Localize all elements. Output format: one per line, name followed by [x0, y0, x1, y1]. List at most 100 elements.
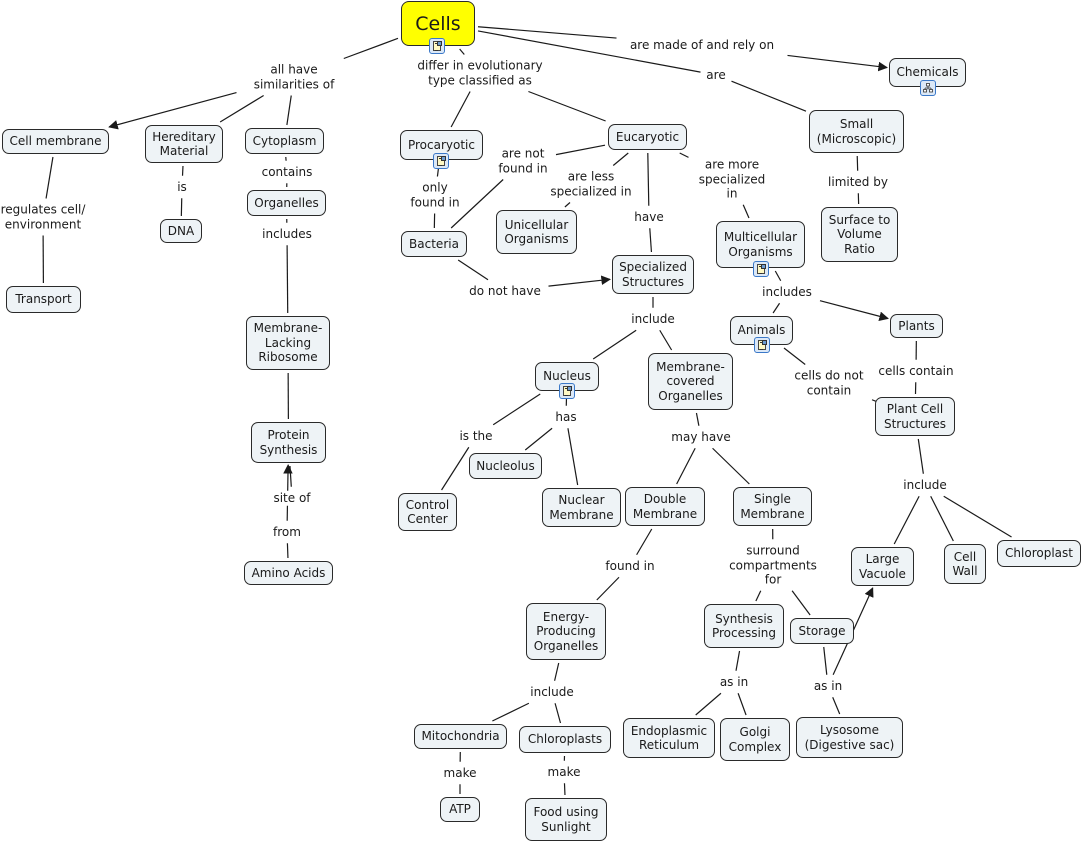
linking-phrase-found-in[interactable]: found in — [603, 558, 657, 574]
concept-node-procaryotic[interactable]: Procaryotic — [400, 130, 483, 160]
linking-phrase-make-1[interactable]: make — [441, 765, 479, 781]
concept-node-single[interactable]: Single Membrane — [733, 487, 812, 526]
linking-phrase-include-ep[interactable]: include — [528, 684, 576, 700]
linking-phrase-only[interactable]: only found in — [408, 180, 462, 210]
concept-node-double[interactable]: Double Membrane — [625, 487, 705, 526]
document-image-icon[interactable] — [753, 261, 769, 277]
connector-lp-differ-to-eucaryotic — [528, 90, 606, 122]
linking-phrase-less[interactable]: are less specialized in — [548, 169, 634, 199]
connector-membrane-covered-to-lp-may-have — [695, 412, 700, 426]
connector-lp-include-ss-to-nucleus — [592, 329, 637, 360]
concept-node-er[interactable]: Endoplasmic Reticulum — [623, 718, 715, 758]
linking-phrase-not-found[interactable]: are not found in — [496, 146, 550, 176]
concept-node-hereditary[interactable]: Hereditary Material — [145, 125, 223, 163]
linking-phrase-contains[interactable]: contains — [259, 164, 315, 180]
linking-phrase-make-2[interactable]: make — [545, 764, 583, 780]
linking-phrase-include-ss[interactable]: include — [629, 311, 677, 327]
connector-lp-are-to-small — [731, 80, 807, 112]
concept-node-control[interactable]: Control Center — [398, 493, 457, 531]
connector-eucaryotic-to-lp-have — [647, 152, 650, 206]
connector-eucaryotic-to-lp-more — [679, 152, 689, 158]
concept-node-synthesis[interactable]: Synthesis Processing — [704, 604, 784, 648]
connector-eucaryotic-to-lp-less — [612, 152, 629, 166]
linking-phrase-as-in-2[interactable]: as in — [811, 678, 845, 694]
connector-lp-as-in-1-to-golgi — [737, 693, 747, 716]
concept-node-chloroplast[interactable]: Chloroplast — [997, 540, 1081, 567]
connector-lp-not-found-to-eucaryotic — [555, 144, 606, 156]
concept-node-cytoplasm[interactable]: Cytoplasm — [245, 128, 324, 154]
document-image-icon[interactable] — [754, 337, 770, 353]
concept-node-large-vacuole[interactable]: Large Vacuole — [851, 547, 914, 586]
linking-phrase-made[interactable]: are made of and rely on — [627, 37, 777, 53]
concept-map-icon[interactable] — [920, 80, 936, 96]
concept-node-dna[interactable]: DNA — [160, 219, 202, 243]
concept-node-amino[interactable]: Amino Acids — [244, 561, 333, 585]
concept-node-plant-cell[interactable]: Plant Cell Structures — [875, 397, 955, 436]
connector-cells-to-lp-differ — [459, 48, 465, 55]
image-glyph — [761, 264, 766, 269]
linking-phrase-cells-not[interactable]: cells do not contain — [792, 368, 866, 398]
connector-lp-has-to-nuclear-membrane — [567, 428, 579, 486]
linking-phrase-limited[interactable]: limited by — [826, 174, 890, 190]
connector-lp-include-ep-to-mitochondria — [492, 702, 530, 722]
linking-phrase-are[interactable]: are — [704, 67, 728, 83]
concept-node-specialized[interactable]: Specialized Structures — [612, 255, 694, 294]
linking-phrase-differ[interactable]: differ in evolutionary type classified a… — [415, 58, 545, 88]
linking-phrase-regulates[interactable]: regulates cell/ environment — [0, 202, 88, 232]
concept-node-energy[interactable]: Energy- Producing Organelles — [526, 603, 606, 660]
linking-phrase-as-in-1[interactable]: as in — [717, 674, 751, 690]
concept-node-plants[interactable]: Plants — [890, 314, 943, 338]
linking-phrase-site[interactable]: site of — [271, 490, 313, 506]
linking-phrase-surround[interactable]: surround compartments for — [727, 543, 819, 587]
connector-lp-is-the-to-control — [441, 446, 470, 491]
linking-phrase-include-pc[interactable]: include — [901, 477, 949, 493]
concept-node-organelles[interactable]: Organelles — [247, 190, 326, 216]
concept-node-small[interactable]: Small (Microscopic) — [809, 110, 904, 153]
linking-phrase-have[interactable]: have — [632, 209, 666, 225]
concept-node-golgi[interactable]: Golgi Complex — [720, 718, 790, 761]
concept-node-lysosome[interactable]: Lysosome (Digestive sac) — [796, 717, 903, 758]
image-glyph — [437, 41, 442, 46]
connector-energy-to-lp-include-ep — [554, 662, 560, 681]
linking-phrase-more[interactable]: are more specialized in — [696, 157, 768, 201]
concept-node-cell-membrane[interactable]: Cell membrane — [2, 129, 109, 154]
linking-phrase-do-not-have[interactable]: do not have — [467, 283, 543, 299]
linking-phrase-includes-org[interactable]: includes — [260, 226, 314, 242]
connector-plant-cell-to-lp-include-pc — [917, 438, 924, 474]
document-image-icon[interactable] — [429, 38, 445, 54]
concept-node-protein[interactable]: Protein Synthesis — [251, 422, 326, 463]
document-image-icon[interactable] — [559, 383, 575, 399]
linking-phrase-has[interactable]: has — [553, 409, 579, 425]
concept-node-nucleolus[interactable]: Nucleolus — [469, 453, 542, 479]
concept-node-cells[interactable]: Cells — [401, 1, 475, 46]
concept-node-surface[interactable]: Surface to Volume Ratio — [821, 207, 898, 262]
linking-phrase-is[interactable]: is — [175, 179, 189, 195]
concept-node-food[interactable]: Food using Sunlight — [525, 798, 607, 841]
linking-phrase-cells-contain[interactable]: cells contain — [876, 363, 956, 379]
connector-lp-include-ss-to-membrane-covered — [659, 329, 673, 351]
linking-phrase-includes-mc[interactable]: includes — [760, 284, 814, 300]
concept-node-transport[interactable]: Transport — [6, 286, 81, 313]
concept-node-ribosome[interactable]: Membrane- Lacking Ribosome — [246, 316, 330, 370]
concept-node-storage[interactable]: Storage — [790, 618, 854, 644]
concept-node-cell-wall[interactable]: Cell Wall — [944, 544, 986, 584]
concept-node-eucaryotic[interactable]: Eucaryotic — [608, 124, 687, 150]
connector-bacteria-to-lp-not-found — [450, 179, 504, 229]
concept-node-nuclear-membrane[interactable]: Nuclear Membrane — [542, 488, 621, 527]
concept-node-chloroplasts[interactable]: Chloroplasts — [519, 726, 611, 753]
connector-lp-similar-to-cytoplasm — [286, 95, 292, 126]
linking-phrase-is-the[interactable]: is the — [457, 428, 495, 444]
linking-phrase-may-have[interactable]: may have — [669, 429, 733, 445]
connector-cell-membrane-to-lp-regulates — [45, 156, 54, 199]
document-image-icon[interactable] — [433, 153, 449, 169]
concept-node-mitochondria[interactable]: Mitochondria — [414, 724, 507, 749]
concept-node-unicellular[interactable]: Unicellular Organisms — [496, 210, 577, 254]
connector-lp-includes-mc-to-animals — [772, 302, 781, 314]
concept-node-bacteria[interactable]: Bacteria — [401, 231, 467, 257]
linking-phrase-from[interactable]: from — [271, 524, 303, 540]
connector-lp-surround-to-synthesis — [755, 590, 762, 602]
concept-node-membrane-covered[interactable]: Membrane- covered Organelles — [648, 353, 733, 410]
concept-node-atp[interactable]: ATP — [440, 797, 480, 822]
linking-phrase-similar[interactable]: all have similarities of — [251, 62, 337, 92]
